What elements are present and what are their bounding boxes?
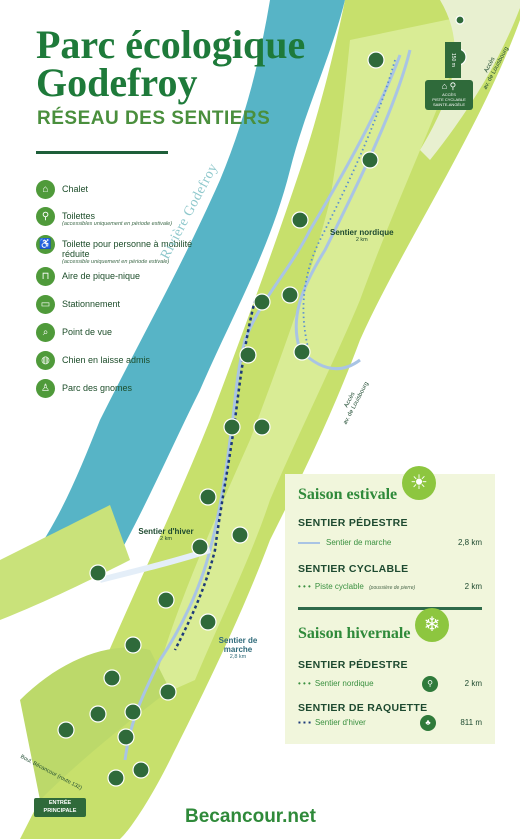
winter-trail	[173, 299, 257, 651]
trail-distance: 2 km	[355, 237, 368, 243]
winter-distance: 811 m	[460, 718, 482, 727]
nordic-trail-label: Sentier nordique	[314, 679, 374, 688]
summer-cycling-title: SENTIER CYCLABLE	[298, 563, 409, 575]
legend-item-picnic: ⊓ Aire de pique-nique	[36, 267, 140, 286]
label-walking-trail: Sentier de marche 2,8 km	[208, 636, 268, 660]
nordic-distance: 2 km	[464, 679, 482, 688]
map-markers	[57, 15, 467, 787]
sun-icon: ☀	[402, 466, 436, 500]
legend-item-toilets: ⚲ Toilettes(accessibles uniquement en pé…	[36, 207, 172, 228]
bike-path-label: Piste cyclable	[314, 582, 364, 591]
trail-name: Sentier nordique	[330, 228, 394, 237]
winter-trail-label: Sentier d'hiver	[314, 718, 366, 727]
winter-dash-swatch: ▪ ▪ ▪	[298, 718, 311, 727]
legend-item-gnomes: ♙ Parc des gnomes	[36, 379, 132, 398]
legend-note: (accessibles uniquement en période estiv…	[62, 221, 173, 227]
footprint-icon: ⚲	[422, 676, 438, 692]
walking-distance: 2,8 km	[457, 538, 482, 547]
legend-label: Toilettes	[62, 211, 96, 221]
accessible-toilet-icon: ♿	[36, 235, 55, 254]
page-title-line2: Godefroy	[36, 60, 198, 105]
title-rule	[36, 151, 168, 154]
leaf-icon: ♣	[420, 715, 436, 731]
legend-item-accessible-toilet: ♿ Toilette pour personne à mobilité rédu…	[36, 235, 222, 266]
legend-label: Point de vue	[62, 327, 113, 337]
trail-distance: 2,8 km	[229, 654, 247, 660]
summer-title: Saison estivale	[298, 486, 398, 503]
season-separator	[298, 607, 482, 610]
entrance-line1: ENTRÉE	[48, 800, 72, 806]
winter-pedestrian-title: SENTIER PÉDESTRE	[298, 659, 408, 671]
legend-label: Toilette pour personne à mobilité réduit…	[62, 239, 193, 259]
legend-label: Aire de pique-nique	[62, 271, 141, 281]
park-south	[20, 647, 170, 800]
dog-leash-icon: ◍	[36, 351, 55, 370]
legend-item-dog: ◍ Chien en laisse admis	[36, 351, 150, 370]
winter-title: Saison hivernale	[298, 625, 411, 642]
label-winter-trail: Sentier d'hiver 2 km	[136, 527, 196, 542]
walking-trail-loop	[294, 49, 412, 371]
walking-trail-label: Sentier de marche	[326, 538, 392, 547]
winter-snowshoe-title: SENTIER DE RAQUETTE	[298, 702, 428, 714]
legend-label: Chien en laisse admis	[62, 355, 151, 365]
river	[30, 0, 345, 570]
page-title-line1: Parc écologique	[36, 22, 306, 67]
bike-access-sign: ⌂ ⚲ ACCÈS PISTE CYCLABLE SAINTE-ANGÈLE	[425, 80, 473, 110]
winter-nordic-row: • • •Sentier nordique 2 km	[298, 679, 482, 688]
summer-pedestrian-title: SENTIER PÉDESTRE	[298, 517, 408, 529]
walking-line-swatch	[298, 541, 320, 544]
chalet-icon: ⌂	[36, 180, 55, 199]
trail-name: Sentier d'hiver	[138, 527, 194, 536]
page-subtitle: RÉSEAU DES SENTIERS	[37, 108, 271, 129]
snowflake-icon: ❄	[415, 608, 449, 642]
legend-item-parking: ▭ Stationnement	[36, 295, 120, 314]
toilets-icon: ⚲	[36, 207, 55, 226]
picnic-area-icon: ⊓	[36, 267, 55, 286]
nordic-dots-swatch: • • •	[298, 679, 311, 688]
west-bank	[0, 505, 130, 620]
winter-hiver-row: ▪ ▪ ▪Sentier d'hiver 811 m	[298, 718, 482, 727]
summer-bike-row: • • •Piste cyclable (poussière de pierre…	[298, 582, 482, 591]
bike-dots-swatch: • • •	[298, 582, 311, 591]
bike-path-note: (poussière de pierre)	[369, 585, 416, 591]
entrance-line2: PRINCIPALE	[43, 808, 77, 814]
scale-marker: 150 m	[445, 42, 461, 78]
trail-name: Sentier de marche	[218, 636, 258, 654]
bike-icon: ⌂ ⚲	[441, 81, 457, 91]
bike-distance: 2 km	[464, 582, 482, 591]
label-nordic-trail: Sentier nordique 2 km	[330, 228, 394, 243]
bike-access-line1: ACCÈS	[442, 92, 456, 97]
legend-item-viewpoint: ⌕ Point de vue	[36, 323, 112, 342]
main-entrance-sign: ENTRÉE PRINCIPALE	[34, 798, 86, 817]
bike-access-line3: SAINTE-ANGÈLE	[432, 102, 465, 107]
legend-label: Stationnement	[62, 299, 121, 309]
legend-note: (accessible uniquement en période estiva…	[62, 259, 170, 265]
parking-icon: ▭	[36, 295, 55, 314]
legend-label: Chalet	[62, 184, 89, 194]
viewpoint-icon: ⌕	[36, 323, 55, 342]
legend-item-chalet: ⌂ Chalet	[36, 180, 88, 199]
trail-distance: 2 km	[160, 536, 172, 542]
gnome-park-icon: ♙	[36, 379, 55, 398]
bike-access-line2: PISTE CYCLABLE	[432, 97, 466, 102]
brand-logo: Becancour.net	[185, 806, 316, 827]
legend-label: Parc des gnomes	[62, 383, 133, 393]
summer-walking-row: Sentier de marche 2,8 km	[298, 538, 482, 547]
